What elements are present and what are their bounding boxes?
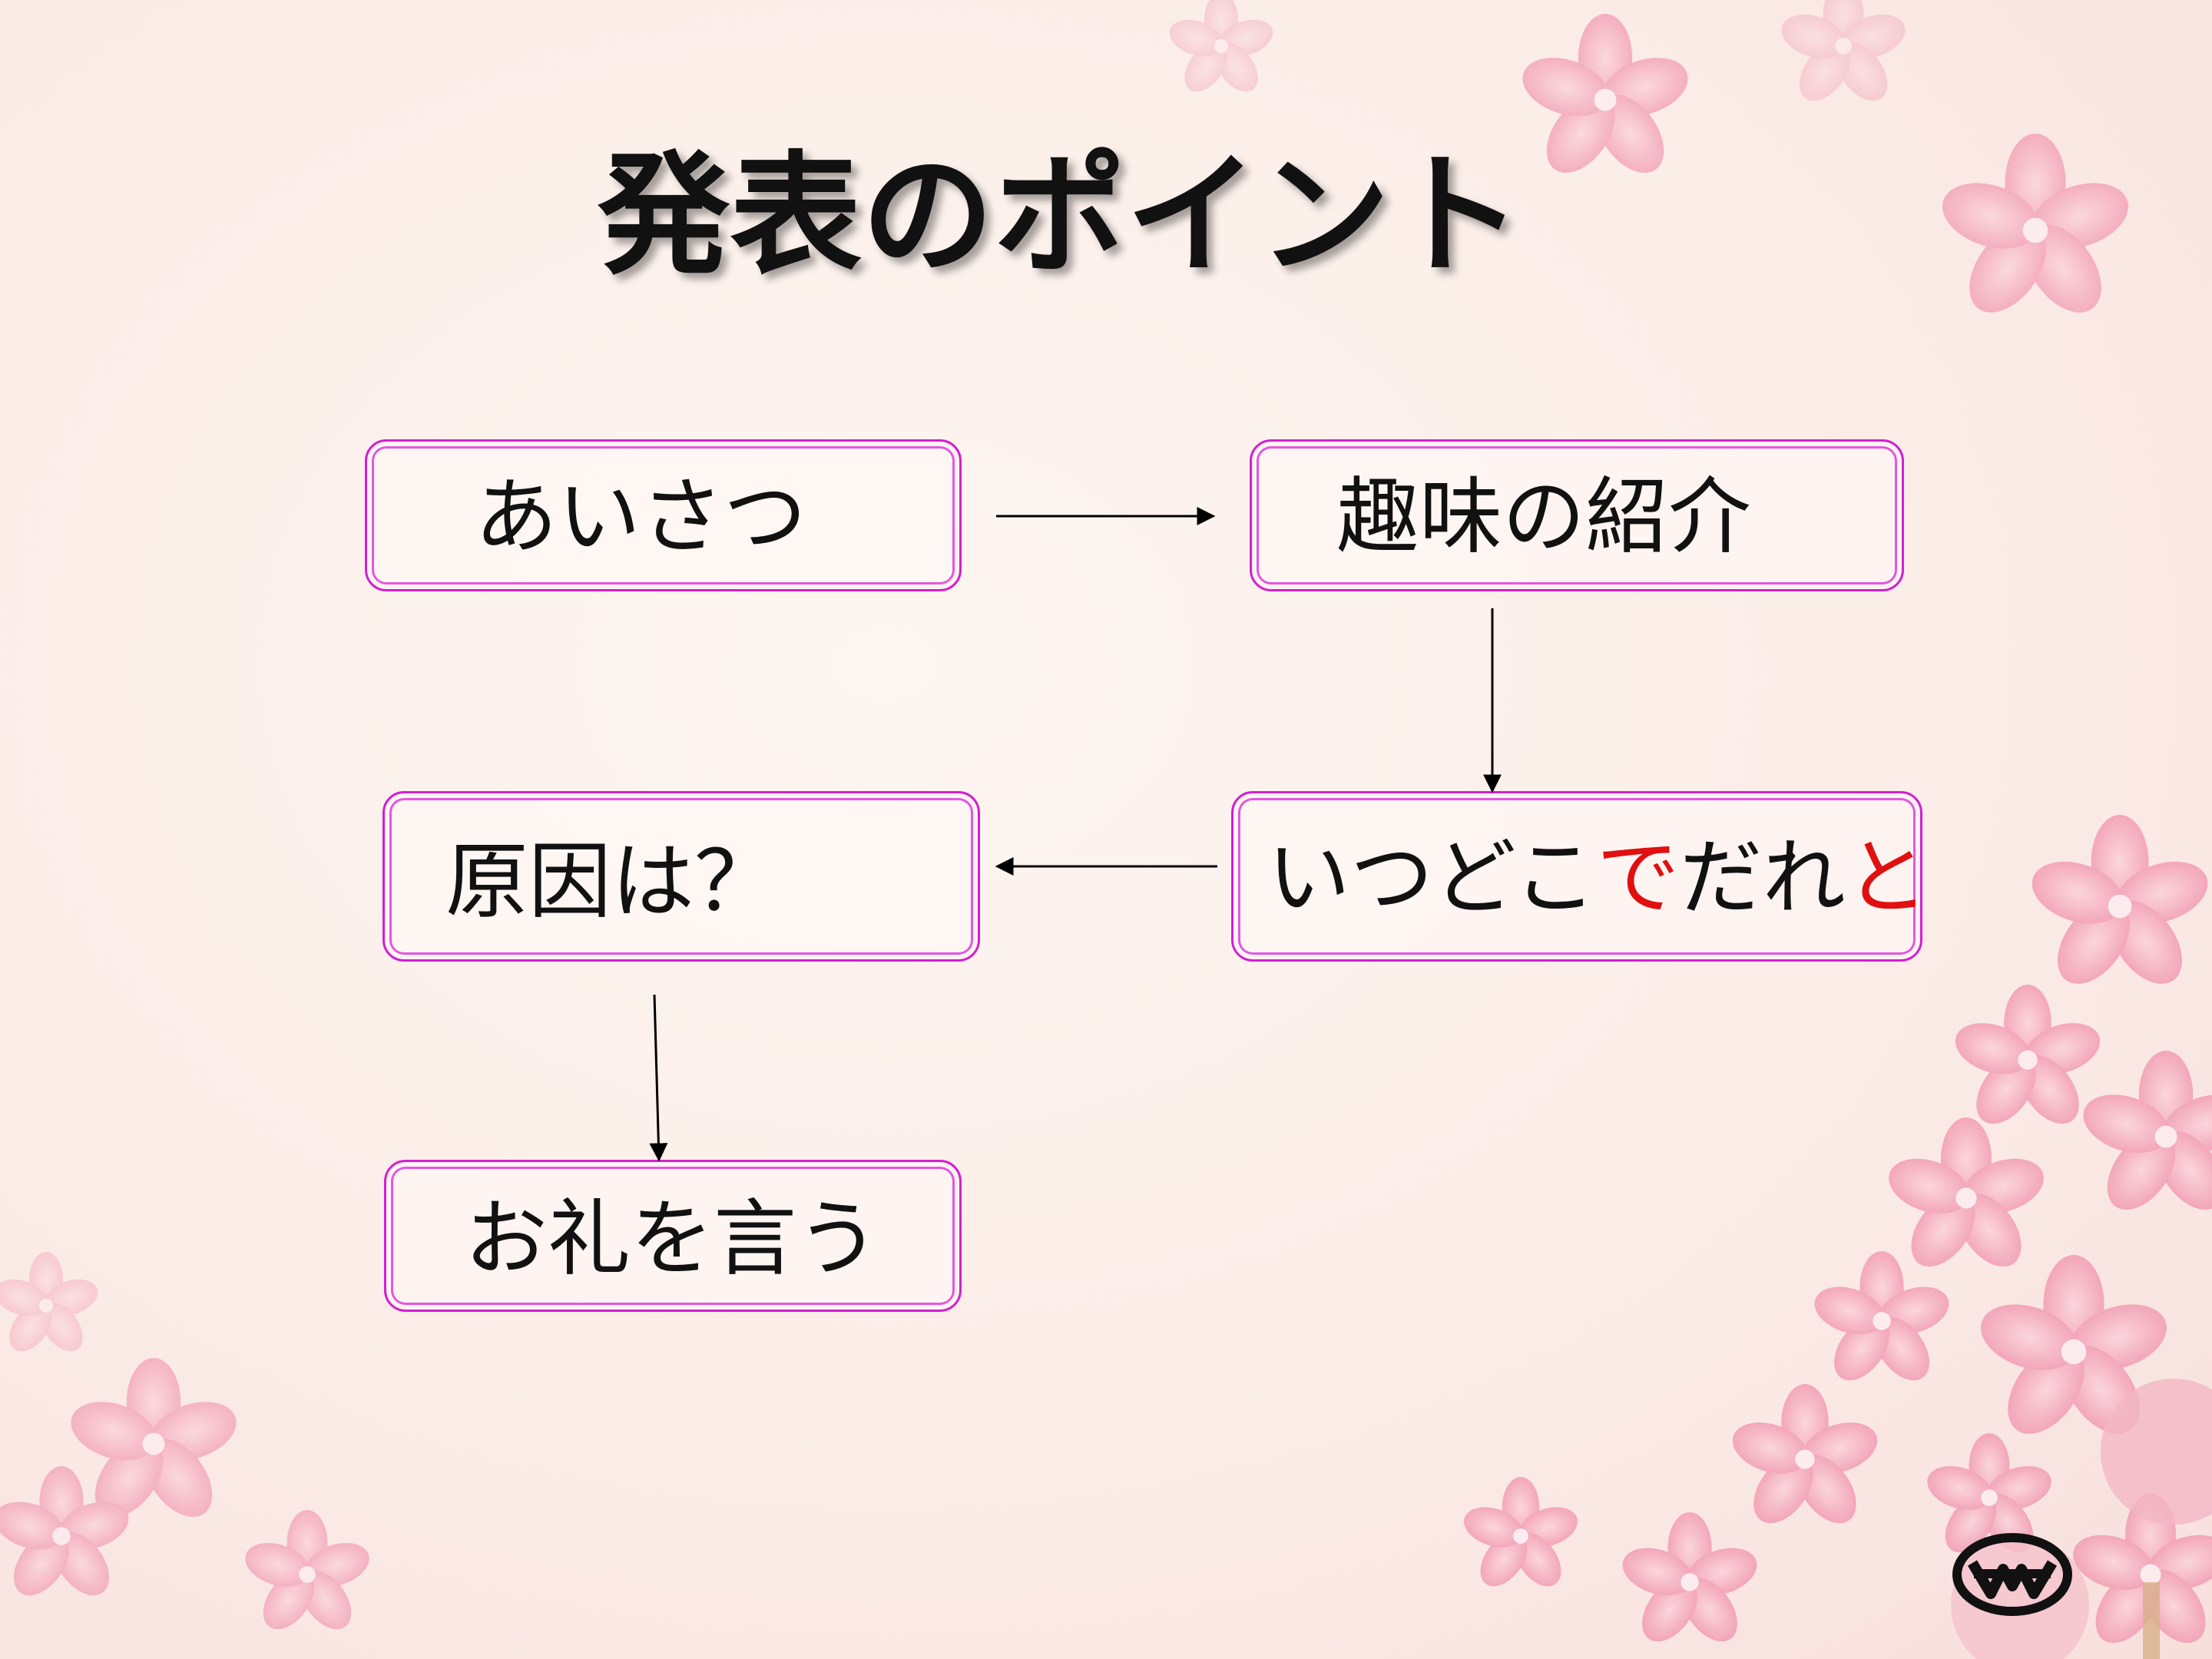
step-label-cause: 原因は？ bbox=[445, 834, 778, 930]
step-label-when-where-who: いつどこでだれと bbox=[1267, 837, 1929, 920]
step-box-when-where-who bbox=[1231, 791, 1922, 962]
step-label-part-dare: だれ bbox=[1679, 830, 1846, 926]
step-label-part-itsudoko: いつどこ bbox=[1267, 830, 1597, 926]
step-label-part-de: で bbox=[1596, 830, 1680, 926]
step-box-cause bbox=[382, 791, 980, 962]
step-box-greeting bbox=[365, 439, 962, 591]
step-box-thanks bbox=[384, 1160, 962, 1312]
arrow-cause-to-thanks bbox=[649, 994, 668, 1162]
school-emblem-icon bbox=[1952, 1533, 2072, 1616]
step-box-hobby bbox=[1250, 439, 1904, 591]
step-label-hobby: 趣味の紹介 bbox=[1336, 469, 1752, 565]
step-label-greeting: あいさつ bbox=[475, 469, 807, 565]
slide-title: 発表のポイント bbox=[598, 138, 1522, 293]
step-label-thanks: お礼を言う bbox=[465, 1191, 880, 1287]
step-label-part-to: と bbox=[1845, 830, 1929, 926]
